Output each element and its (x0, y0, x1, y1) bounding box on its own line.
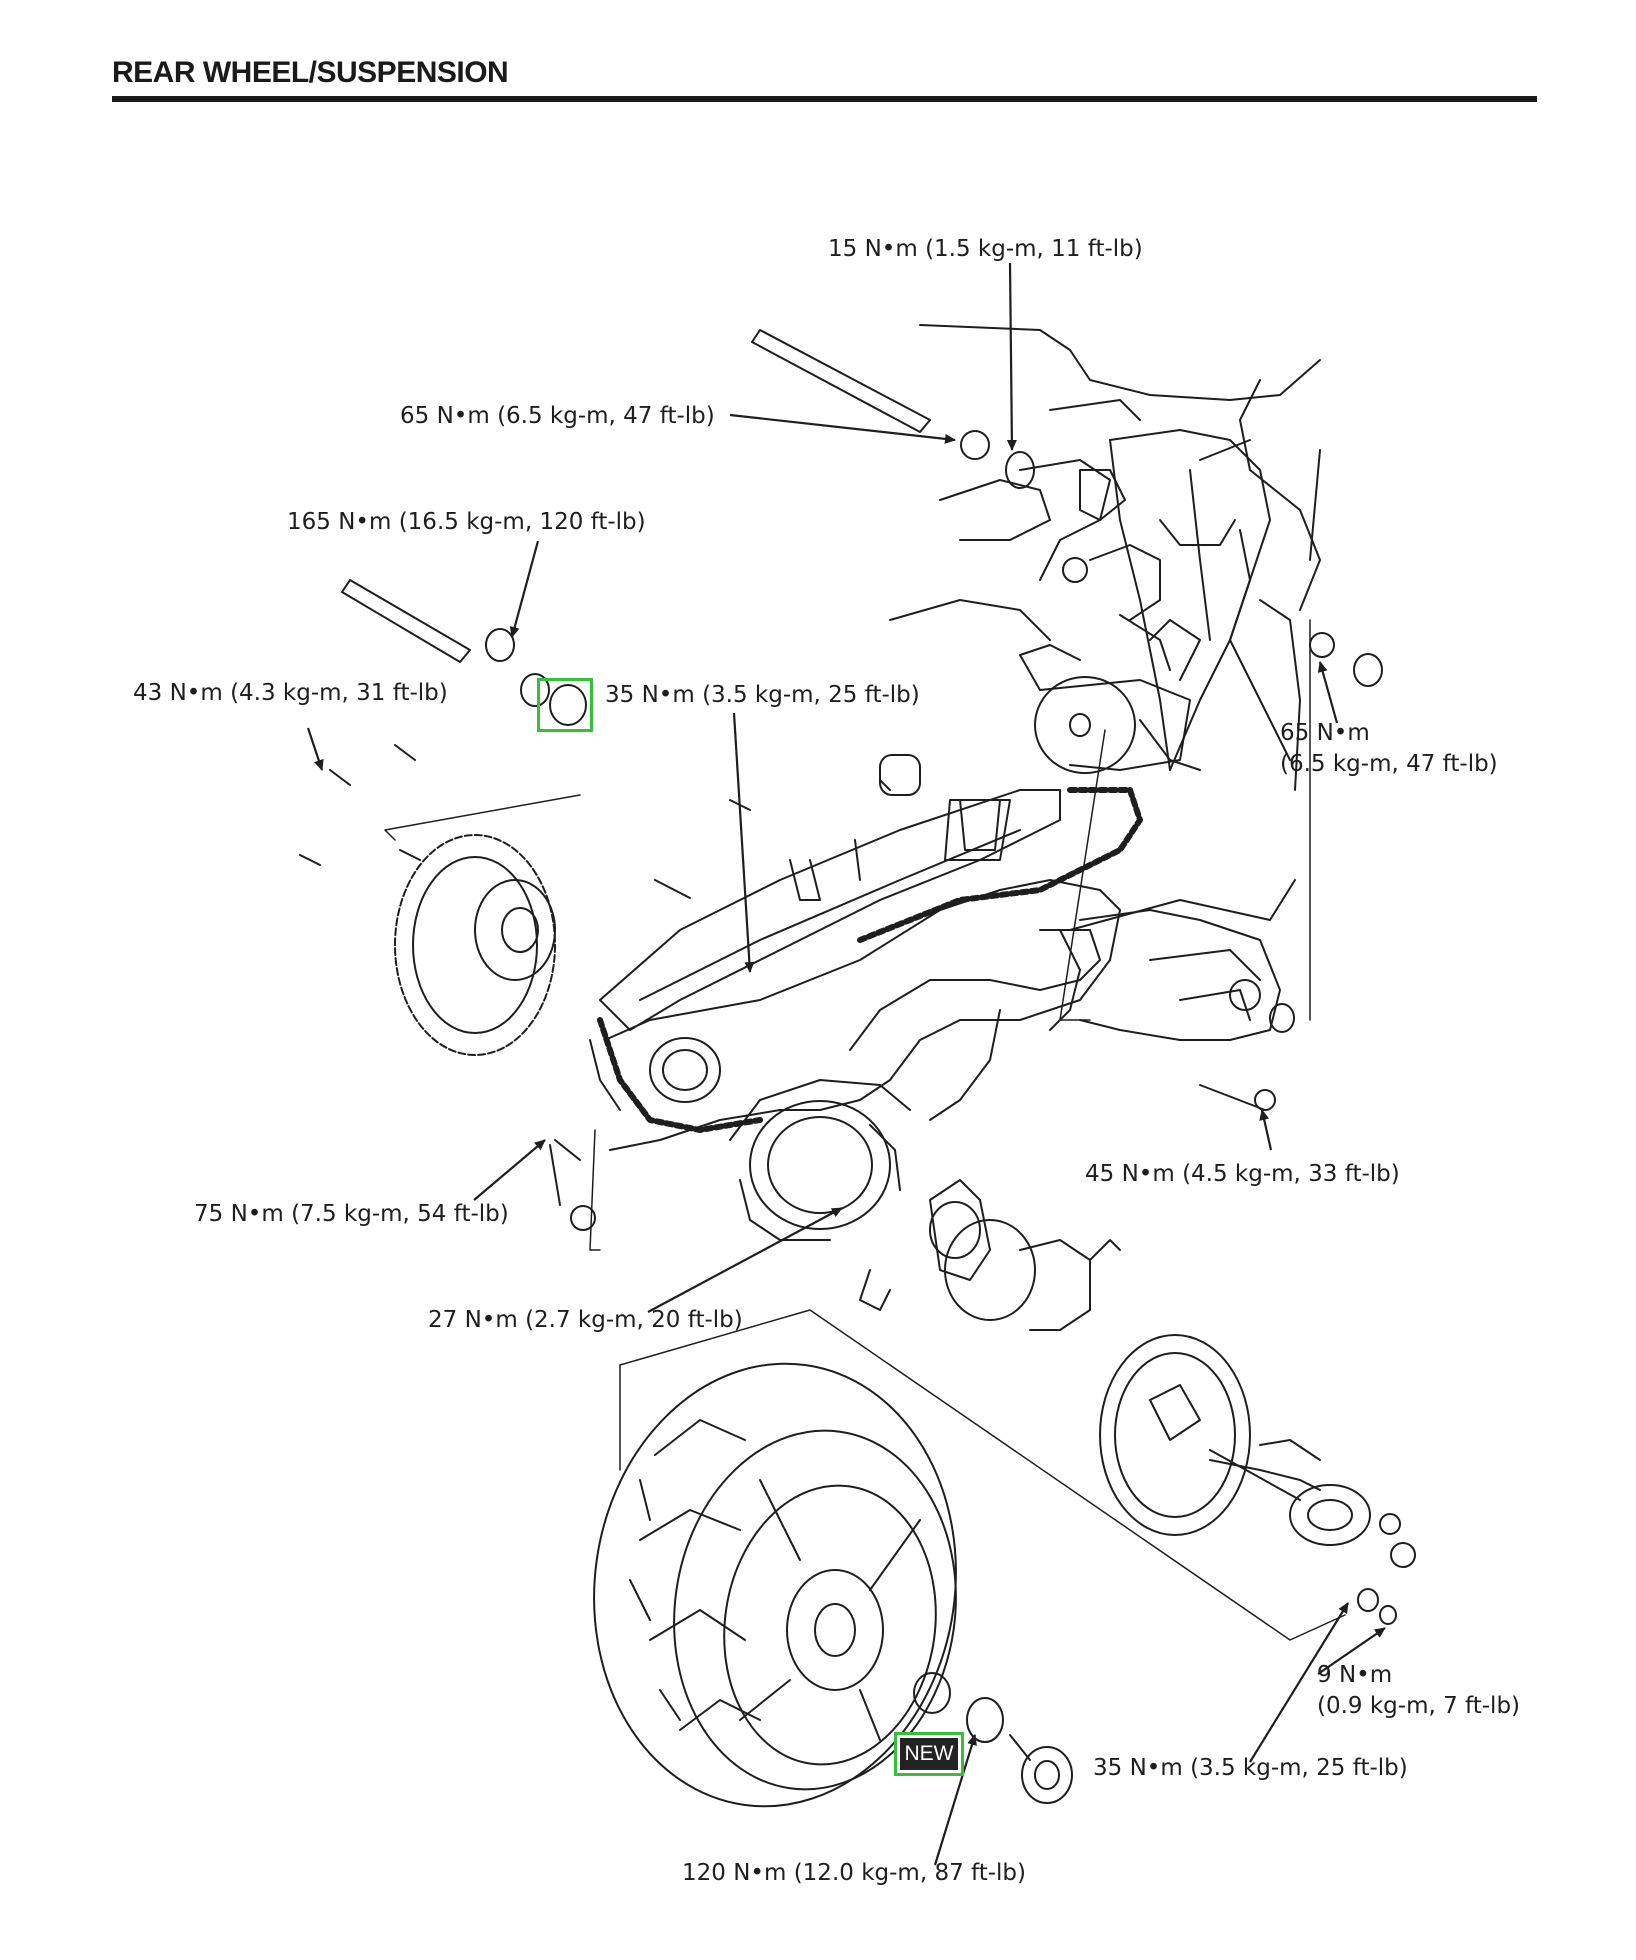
rear-shock-drawing (1019, 469, 1191, 774)
torque-label-27nm: 27 N•m (2.7 kg-m, 20 ft-lb) (428, 1307, 743, 1333)
leader-165nm (509, 540, 540, 638)
leader-15nm (1006, 262, 1017, 451)
leader-35nm-lower (1249, 1602, 1349, 1763)
assembly-guide-lines (384, 619, 1346, 1641)
torque-label-43nm: 43 N•m (4.3 kg-m, 31 ft-lb) (133, 680, 448, 706)
torque-label-65nm-right: 65 N•m (6.5 kg-m, 47 ft-lb) (1280, 720, 1498, 777)
leader-120nm (933, 1734, 977, 1866)
leader-45nm (1259, 1109, 1273, 1151)
new-badge-text: NEW (900, 1738, 958, 1770)
fasteners-drawing (299, 329, 1416, 1804)
torque-label-35nm-upper: 35 N•m (3.5 kg-m, 25 ft-lb) (605, 682, 920, 708)
rear-tire-drawing (593, 1362, 957, 1808)
brake-caliper-drawing (859, 1179, 1121, 1331)
hub-carrier-drawing (649, 1037, 911, 1241)
brake-disc-drawing (1099, 1334, 1371, 1546)
swingarm-drawing (604, 879, 1281, 1151)
torque-label-35nm-lower: 35 N•m (3.5 kg-m, 25 ft-lb) (1093, 1755, 1408, 1781)
torque-label-15nm: 15 N•m (1.5 kg-m, 11 ft-lb) (828, 236, 1143, 262)
torque-label-165nm: 165 N•m (16.5 kg-m, 120 ft-lb) (287, 509, 646, 535)
torque-label-45nm: 45 N•m (4.5 kg-m, 33 ft-lb) (1085, 1161, 1400, 1187)
chain-drawing (589, 787, 1143, 1133)
torque-label-120nm: 120 N•m (12.0 kg-m, 87 ft-lb) (682, 1860, 1026, 1886)
drive-sprocket-drawing (394, 834, 556, 1056)
leader-65nm-upper (729, 413, 956, 444)
leader-9nm (1317, 1627, 1386, 1675)
leader-65nm-right (1317, 661, 1339, 724)
new-part-badge: NEW (894, 1732, 964, 1776)
torque-link-drawing (599, 754, 1061, 1031)
frame-drawing (889, 324, 1321, 931)
leader-27nm (647, 1207, 843, 1313)
torque-label-65nm-upper: 65 N•m (6.5 kg-m, 47 ft-lb) (400, 403, 715, 429)
leader-75nm (473, 1139, 546, 1201)
header-rule (112, 96, 1537, 102)
leader-35nm-upper (732, 712, 755, 973)
leader-43nm (306, 727, 324, 771)
torque-label-9nm: 9 N•m (0.9 kg-m, 7 ft-lb) (1317, 1662, 1521, 1719)
torque-label-75nm: 75 N•m (7.5 kg-m, 54 ft-lb) (194, 1201, 509, 1227)
page-title: REAR WHEEL/SUSPENSION (112, 56, 509, 89)
bearing-highlight-box (537, 678, 593, 732)
rear-wheel-rim-drawing (723, 1479, 937, 1766)
